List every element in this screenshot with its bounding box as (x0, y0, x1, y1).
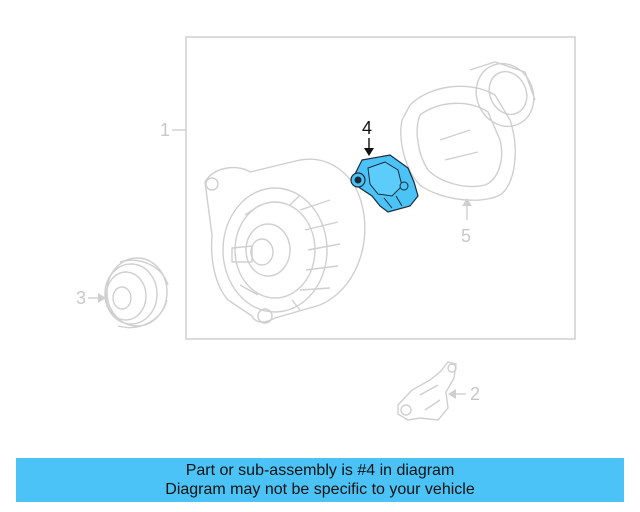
pulley-part (104, 257, 169, 329)
callout-2-label: 2 (470, 384, 480, 404)
callout-4-arrowhead (364, 148, 374, 156)
regulator-part-highlighted[interactable] (350, 154, 419, 213)
alternator-part (204, 158, 366, 324)
callout-5-arrowhead (462, 198, 472, 206)
callout-3-label: 3 (76, 288, 86, 308)
callout-1-label: 1 (160, 120, 170, 140)
callout-4-label: 4 (362, 118, 372, 138)
caption-banner: Part or sub-assembly is #4 in diagram Di… (16, 458, 624, 502)
bracket-part (397, 361, 457, 421)
callout-3-arrowhead (98, 293, 106, 303)
caption-line-2: Diagram may not be specific to your vehi… (165, 481, 475, 498)
caption-line-1: Part or sub-assembly is #4 in diagram (185, 462, 455, 479)
callout-2-arrowhead (448, 389, 456, 399)
housing-part (400, 61, 536, 201)
assembly-frame (185, 36, 576, 340)
callout-5-label: 5 (461, 226, 471, 246)
